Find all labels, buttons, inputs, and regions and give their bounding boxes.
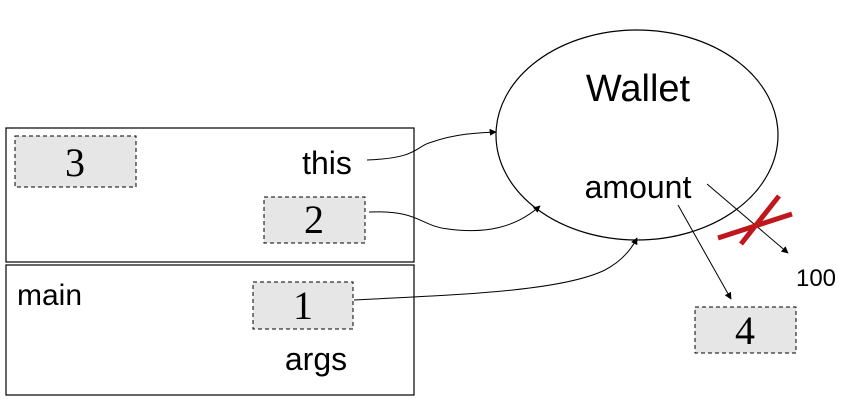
value-4: 4 bbox=[735, 308, 755, 353]
wallet-title: Wallet bbox=[586, 68, 691, 110]
value-box-3 bbox=[14, 135, 137, 188]
arrow-2-to-wallet bbox=[368, 205, 541, 232]
this-label: this bbox=[302, 145, 352, 181]
value-box-2 bbox=[263, 196, 366, 244]
old-value-label: 100 bbox=[796, 265, 836, 292]
cross-out-mark bbox=[717, 194, 793, 246]
value-2: 2 bbox=[304, 197, 324, 242]
arrow-amount-to-100 bbox=[706, 183, 789, 254]
value-3: 3 bbox=[65, 140, 85, 185]
main-label: main bbox=[17, 279, 82, 312]
amount-label: amount bbox=[585, 169, 692, 205]
arrow-this-to-wallet bbox=[366, 128, 497, 161]
value-box-4 bbox=[694, 306, 797, 354]
stack-frame-top bbox=[5, 127, 415, 263]
arrow-amount-to-4 bbox=[677, 204, 732, 300]
value-1: 1 bbox=[293, 283, 313, 328]
arrow-1-to-wallet bbox=[353, 237, 638, 301]
stack-frame-main bbox=[5, 264, 415, 396]
value-box-1 bbox=[252, 281, 354, 330]
args-label: args bbox=[285, 341, 347, 377]
